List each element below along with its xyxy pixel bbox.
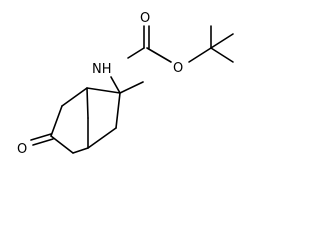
bond-bottom-ch2-bridgehead [72, 147, 89, 154]
ester-oxygen-label: O [173, 61, 183, 76]
bond-ketone-double-a [30, 133, 52, 141]
molecule-diagram: O O NH O [17, 11, 234, 157]
structure-canvas: O O NH O [17, 11, 234, 157]
bond-o-tbu [188, 47, 212, 63]
bond-tbu-me3 [210, 47, 234, 63]
bond-tbu-me2 [210, 33, 234, 49]
bond-left-ch2-ketone-carbon [50, 105, 63, 137]
carbamate-group [127, 25, 234, 63]
carbonyl-oxygen-label: O [140, 11, 150, 26]
bond-top-left-ch2 [61, 87, 88, 107]
bond-n-quaternary-carbon [110, 76, 121, 94]
bond-ketone-carbon-bottom [50, 135, 74, 154]
bond-quaternary-methyl [119, 81, 144, 94]
bond-c1-n [127, 47, 145, 59]
bond-ch2-right-bridgehead-bottom [87, 127, 117, 149]
bond-q-ch2-right [115, 92, 121, 129]
bond-q-bridgehead-top [86, 87, 121, 94]
bond-c1-o-ester [146, 47, 172, 63]
bond-top-bridge-down [86, 87, 89, 119]
bond-ketone-double-b [32, 138, 54, 146]
ketone-oxygen-label: O [17, 142, 27, 157]
amide-nitrogen-label: NH [92, 62, 112, 77]
bicyclic-core [30, 76, 144, 154]
